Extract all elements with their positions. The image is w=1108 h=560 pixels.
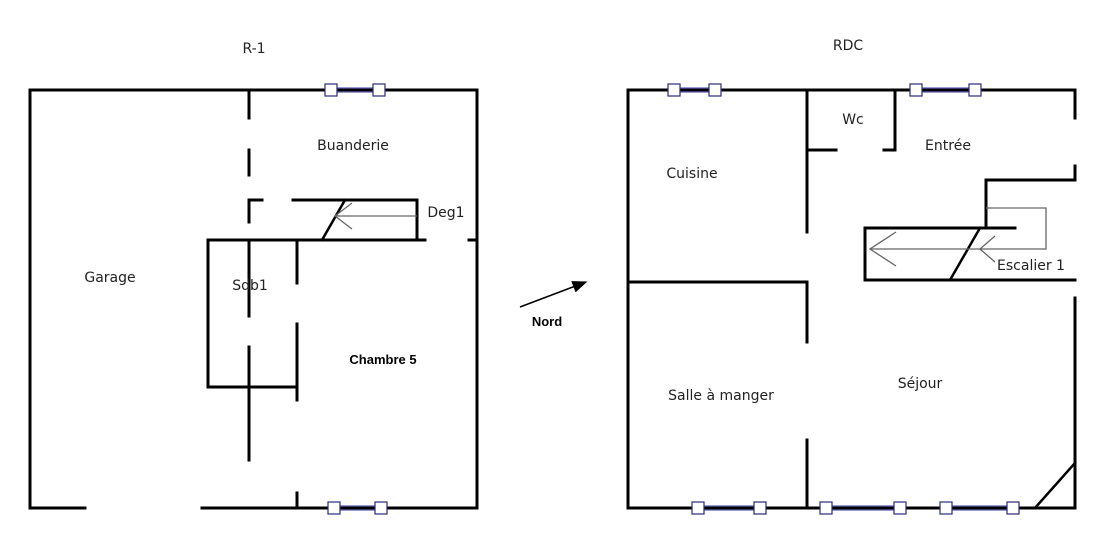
- ground-window-top-left: [667, 83, 722, 97]
- room-label-buanderie: Buanderie: [317, 138, 389, 154]
- room-label-escalier1: Escalier 1: [997, 258, 1065, 274]
- room-label-garage: Garage: [84, 270, 135, 286]
- ground-corner-diagonal: [1033, 461, 1077, 510]
- room-label-cuisine: Cuisine: [666, 166, 717, 182]
- ground-window-top-right: [909, 83, 982, 97]
- north-arrow: Nord: [519, 281, 588, 329]
- basement-plan: R-1: [28, 41, 479, 515]
- ground-window-bottom-3: [939, 501, 1020, 515]
- ground-window-bottom-1: [691, 501, 767, 515]
- room-label-sejour: Séjour: [898, 376, 943, 392]
- basement-title: R-1: [242, 41, 265, 57]
- room-label-wc: Wc: [842, 112, 864, 128]
- ground-interior-walls: [626, 88, 1077, 510]
- ground-stairs: [868, 207, 1047, 282]
- room-label-deg1: Deg1: [427, 205, 464, 221]
- room-label-chambre5: Chambre 5: [349, 352, 416, 367]
- room-label-entree: Entrée: [925, 138, 971, 154]
- ground-exterior-walls: [626, 88, 1077, 510]
- ground-window-bottom-2: [819, 501, 907, 515]
- ground-plan: RDC: [626, 38, 1077, 515]
- basement-window-top: [324, 83, 386, 97]
- north-label: Nord: [532, 314, 562, 329]
- room-label-sdb1: Sdb1: [232, 278, 268, 294]
- room-label-salle-a-manger: Salle à manger: [668, 388, 774, 404]
- basement-window-bottom: [327, 501, 388, 515]
- basement-exterior-walls: [28, 88, 479, 510]
- basement-stairs: [320, 198, 417, 242]
- basement-interior-walls: [206, 88, 479, 510]
- ground-title: RDC: [833, 38, 864, 54]
